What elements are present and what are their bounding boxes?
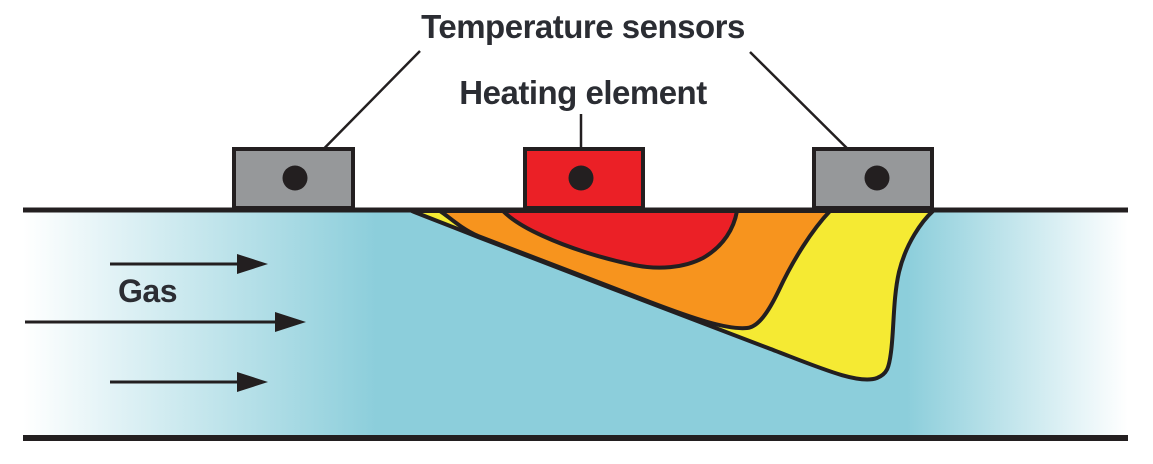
gas-flow-arrow-top [110, 254, 268, 274]
gas-flow-arrowhead-icon [237, 254, 268, 274]
thermal-plume-inner [501, 209, 739, 270]
gas-flow-arrows [25, 254, 306, 392]
gas-label: Gas [118, 273, 177, 309]
temperature-sensor-upstream-contact-dot [282, 165, 308, 191]
gas-flow-arrow-bottom [110, 372, 268, 392]
temperature-sensor-upstream [232, 147, 355, 210]
temperature-sensors-label: Temperature sensors [421, 8, 745, 45]
temperature-sensor-downstream-contact-dot [864, 165, 890, 191]
thermal-plume-middle [438, 209, 832, 331]
gas-flow-arrow-middle [25, 312, 306, 332]
heating-element-label: Heating element [459, 74, 707, 111]
temperature-sensor-downstream [812, 147, 934, 210]
heating-element-block [523, 147, 645, 210]
heating-element-contact-dot [568, 165, 594, 191]
gas-flow-arrowhead-icon [275, 312, 306, 332]
gas-flow-arrowhead-icon [237, 372, 268, 392]
